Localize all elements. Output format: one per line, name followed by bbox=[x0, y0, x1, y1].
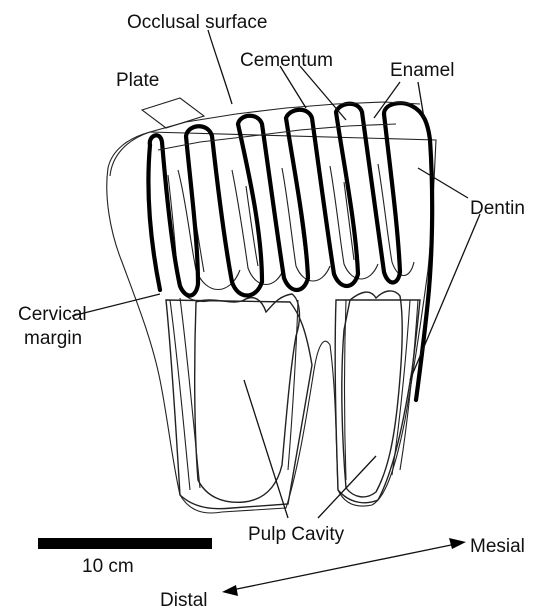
label-occlusal-surface: Occlusal surface bbox=[127, 12, 267, 33]
label-scale: 10 cm bbox=[82, 556, 134, 577]
label-dentin: Dentin bbox=[470, 198, 525, 219]
scale-bar bbox=[38, 538, 212, 549]
plate-bracket bbox=[142, 98, 204, 128]
occlusal-surface bbox=[150, 102, 420, 150]
label-enamel: Enamel bbox=[390, 60, 454, 81]
label-distal: Distal bbox=[160, 590, 208, 611]
distal-arrowhead-icon bbox=[222, 585, 238, 596]
mesial-arrowhead-icon bbox=[449, 538, 466, 549]
pulp-cavities bbox=[195, 291, 402, 502]
label-margin: margin bbox=[24, 328, 82, 349]
direction-arrow bbox=[222, 538, 466, 596]
label-cervical: Cervical bbox=[18, 304, 87, 325]
leader-lines bbox=[72, 30, 480, 518]
label-mesial: Mesial bbox=[470, 536, 525, 557]
enamel-plates bbox=[148, 103, 432, 400]
label-cementum: Cementum bbox=[240, 50, 333, 71]
dentin-contours bbox=[168, 164, 418, 490]
label-pulp-cavity: Pulp Cavity bbox=[248, 524, 345, 545]
label-plate: Plate bbox=[116, 70, 159, 91]
